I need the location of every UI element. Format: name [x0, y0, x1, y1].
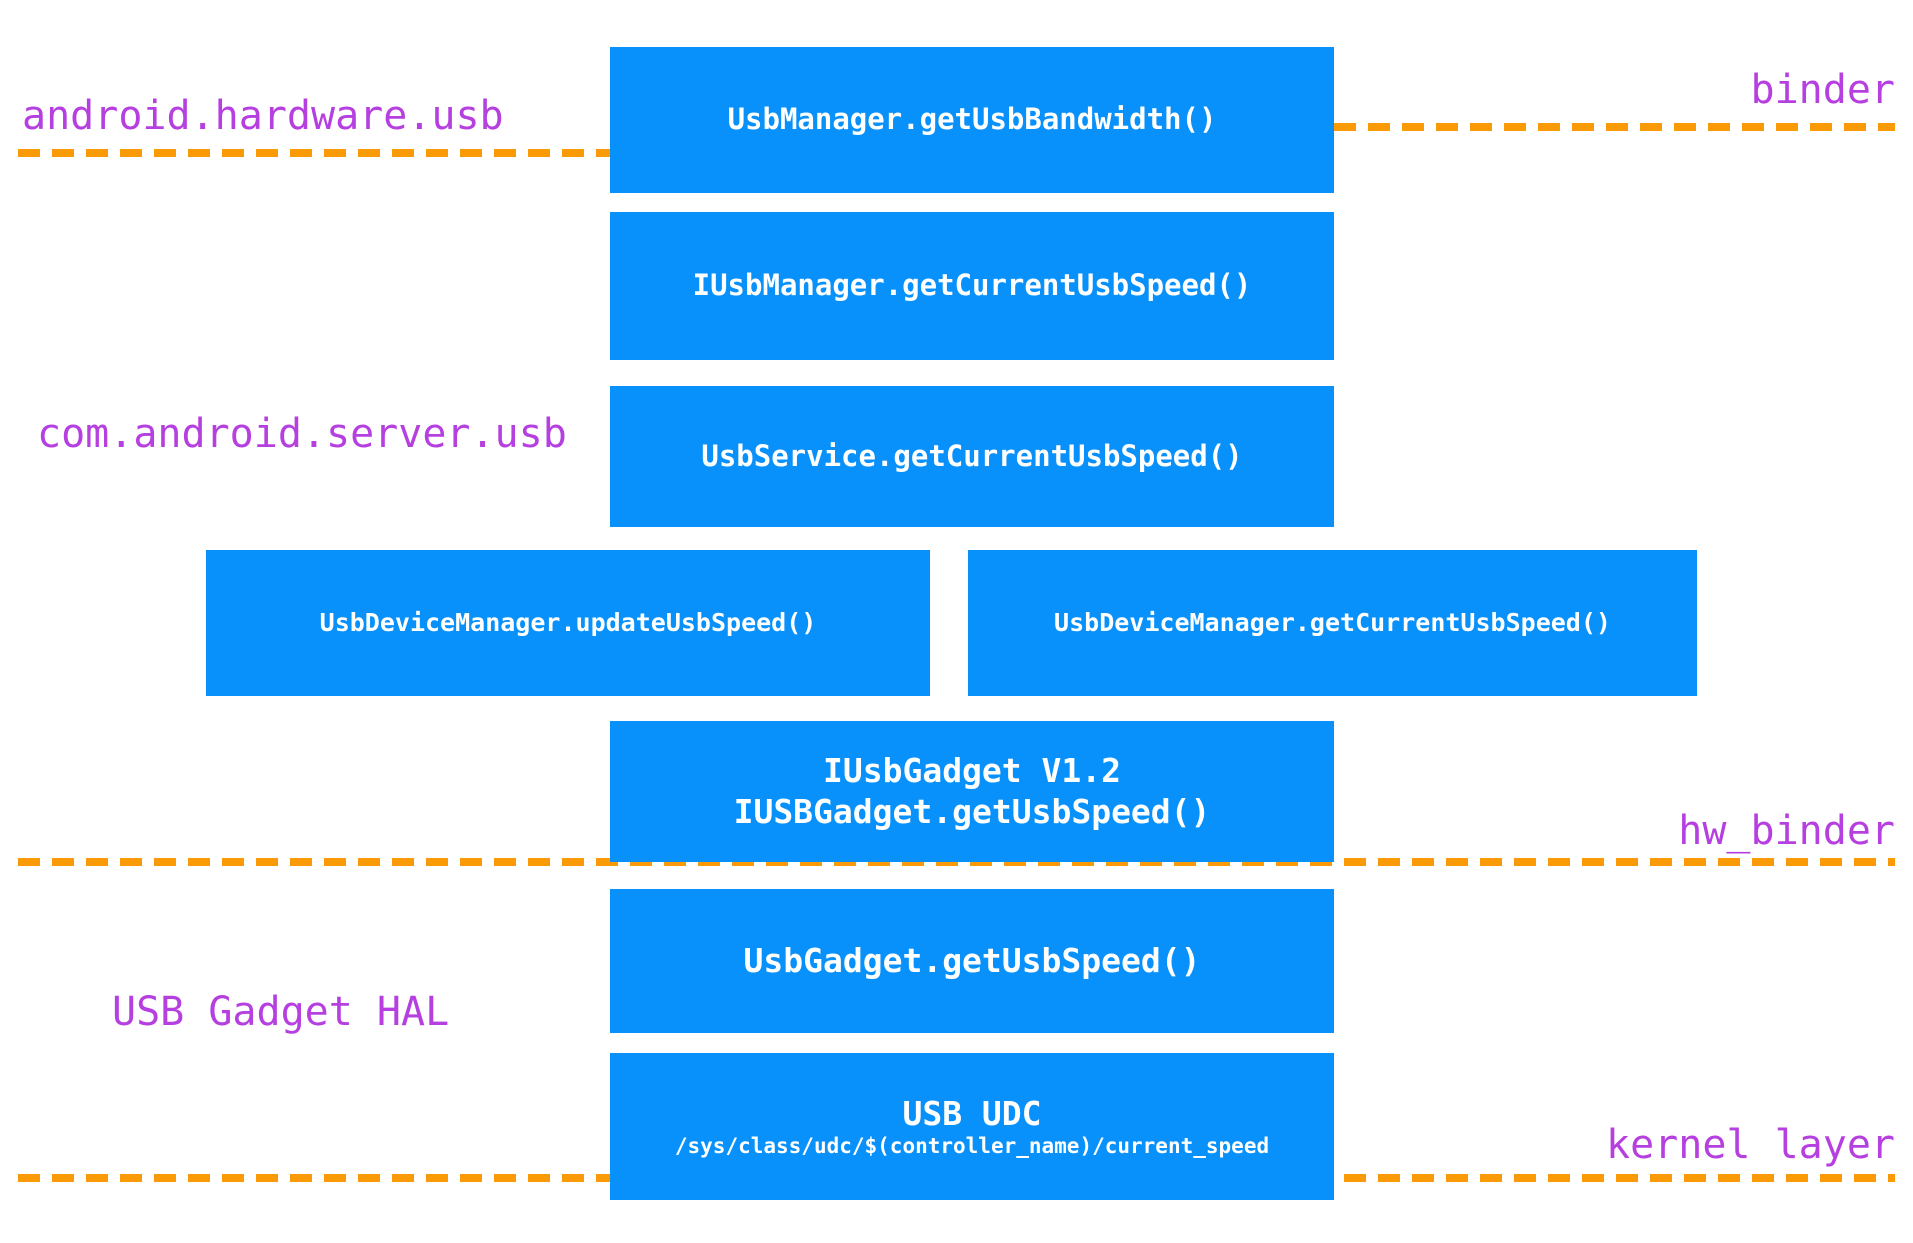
box-usb-device-manager-get-current-usb-speed[interactable]: UsbDeviceManager.getCurrentUsbSpeed() — [968, 550, 1697, 696]
box-label-line1: IUsbGadget V1.2 — [822, 751, 1121, 791]
box-label-line1: UsbGadget.getUsbSpeed() — [743, 940, 1201, 980]
binder-separator-left — [18, 149, 610, 157]
box-iusb-manager-get-current-usb-speed[interactable]: IUsbManager.getCurrentUsbSpeed() — [610, 212, 1334, 360]
layer-label-com-android-server-usb: com.android.server.usb — [37, 411, 567, 457]
layer-label-usb-gadget-hal: USB Gadget HAL — [112, 989, 450, 1035]
layer-label-android-hardware-usb: android.hardware.usb — [22, 93, 504, 139]
box-usb-udc[interactable]: USB UDC /sys/class/udc/$(controller_name… — [610, 1053, 1334, 1200]
layer-label-hw-binder: hw_binder — [1678, 808, 1895, 854]
box-label-line2: IUSBGadget.getUsbSpeed() — [733, 791, 1211, 831]
box-label-line1: USB UDC — [902, 1093, 1042, 1133]
box-label-line1: UsbDeviceManager.getCurrentUsbSpeed() — [1054, 607, 1611, 637]
box-label-line2: /sys/class/udc/$(controller_name)/curren… — [674, 1133, 1270, 1158]
box-usb-manager-get-usb-bandwidth[interactable]: UsbManager.getUsbBandwidth() — [610, 47, 1334, 193]
box-label-line1: IUsbManager.getCurrentUsbSpeed() — [692, 268, 1252, 303]
binder-separator-right — [1334, 123, 1895, 131]
layer-label-binder: binder — [1750, 67, 1896, 113]
layer-label-kernel-layer: kernel layer — [1606, 1122, 1895, 1168]
hw-binder-separator — [18, 858, 1895, 866]
box-label-line1: UsbService.getCurrentUsbSpeed() — [701, 438, 1243, 473]
box-label-line1: UsbManager.getUsbBandwidth() — [727, 102, 1217, 137]
box-label-line1: UsbDeviceManager.updateUsbSpeed() — [319, 607, 817, 637]
box-usb-gadget-get-usb-speed[interactable]: UsbGadget.getUsbSpeed() — [610, 889, 1334, 1033]
box-usb-service-get-current-usb-speed[interactable]: UsbService.getCurrentUsbSpeed() — [610, 386, 1334, 527]
box-iusb-gadget[interactable]: IUsbGadget V1.2 IUSBGadget.getUsbSpeed() — [610, 721, 1334, 862]
box-usb-device-manager-update-usb-speed[interactable]: UsbDeviceManager.updateUsbSpeed() — [206, 550, 930, 696]
